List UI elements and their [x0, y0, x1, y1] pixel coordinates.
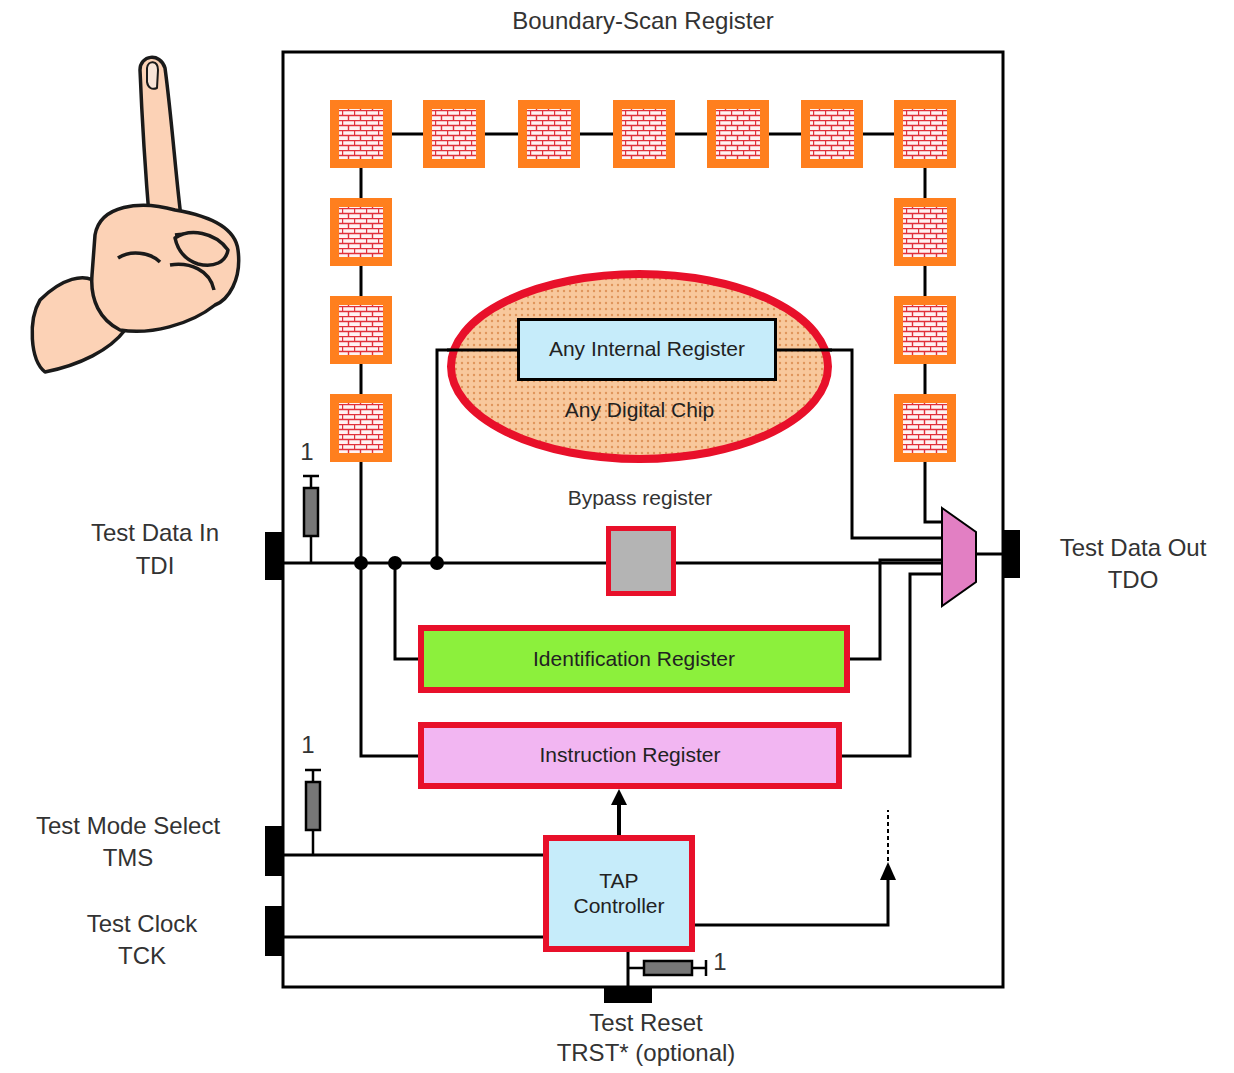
hand-thumb [175, 233, 228, 266]
node-label: Any Digital Chip [447, 398, 832, 422]
dashed-continuation [887, 810, 889, 868]
signal-label: TRST* (optional) [557, 1040, 736, 1066]
node-label: Instruction Register [540, 743, 721, 767]
pin-tdo [1003, 530, 1020, 578]
boundary-scan-cells [330, 100, 956, 462]
scan-cell [894, 198, 956, 266]
arrow-head [611, 789, 627, 805]
scan-cell [518, 100, 580, 168]
signal-label: Test Clock [87, 911, 198, 937]
pin-tdi [265, 532, 283, 580]
chip-outline [283, 52, 1003, 987]
internal-register: Any Internal Register [517, 318, 777, 381]
tap-controller: TAP Controller [543, 835, 695, 952]
signal-label: Test Data Out [1060, 535, 1207, 561]
scan-cell [330, 296, 392, 364]
node-label: Identification Register [533, 647, 735, 671]
junction-dots [354, 556, 444, 570]
signal-label: Test Data In [91, 520, 219, 546]
pin-tck [265, 906, 283, 956]
pointing-hand [32, 57, 238, 372]
pin-trst [604, 987, 652, 1003]
scan-chain-wires [283, 134, 1003, 987]
signal-label: Test Reset [589, 1010, 702, 1036]
scan-cell [330, 394, 392, 462]
chip-title: Boundary-Scan Register [283, 7, 1003, 35]
bypass-register: Bypass register [560, 486, 720, 598]
pull-up-value: 1 [713, 949, 726, 975]
edge-arrow [611, 789, 627, 835]
pins [265, 530, 1020, 1003]
digital-chip-ellipse: Any Digital Chip Any Internal Register [447, 270, 832, 463]
scan-cell [894, 100, 956, 168]
hand-finger [140, 57, 182, 228]
signal-label: TDI [136, 553, 175, 579]
instruction-register: Instruction Register [418, 722, 842, 789]
scan-cell [613, 100, 675, 168]
node-label: TAP Controller [557, 869, 681, 917]
signal-label: TCK [118, 943, 166, 969]
edge-line [617, 801, 621, 835]
signal-label: TDO [1108, 567, 1159, 593]
pull-up-value: 1 [301, 732, 314, 758]
pull-up-value: 1 [300, 439, 313, 465]
node-label: Bypass register [560, 486, 720, 510]
scan-cell [894, 296, 956, 364]
node-label: Any Internal Register [549, 337, 745, 361]
chip-ellipse [451, 274, 828, 459]
scan-cell [707, 100, 769, 168]
scan-cell [330, 100, 392, 168]
signal-label: TMS [103, 845, 154, 871]
signal-label: Test Mode Select [36, 813, 220, 839]
boundary-scan-chip: Boundary-Scan RegisterAny Digital ChipAn… [283, 52, 1003, 987]
identification-register: Identification Register [418, 625, 850, 693]
bypass-cell [606, 526, 676, 596]
scan-cell [894, 394, 956, 462]
scan-cell [330, 198, 392, 266]
output-mux [942, 508, 976, 606]
hand-nail [147, 62, 158, 89]
scan-cell [801, 100, 863, 168]
arrow-head [880, 862, 896, 880]
pin-tms [265, 826, 283, 876]
scan-cell [423, 100, 485, 168]
hand-fist [92, 205, 239, 331]
